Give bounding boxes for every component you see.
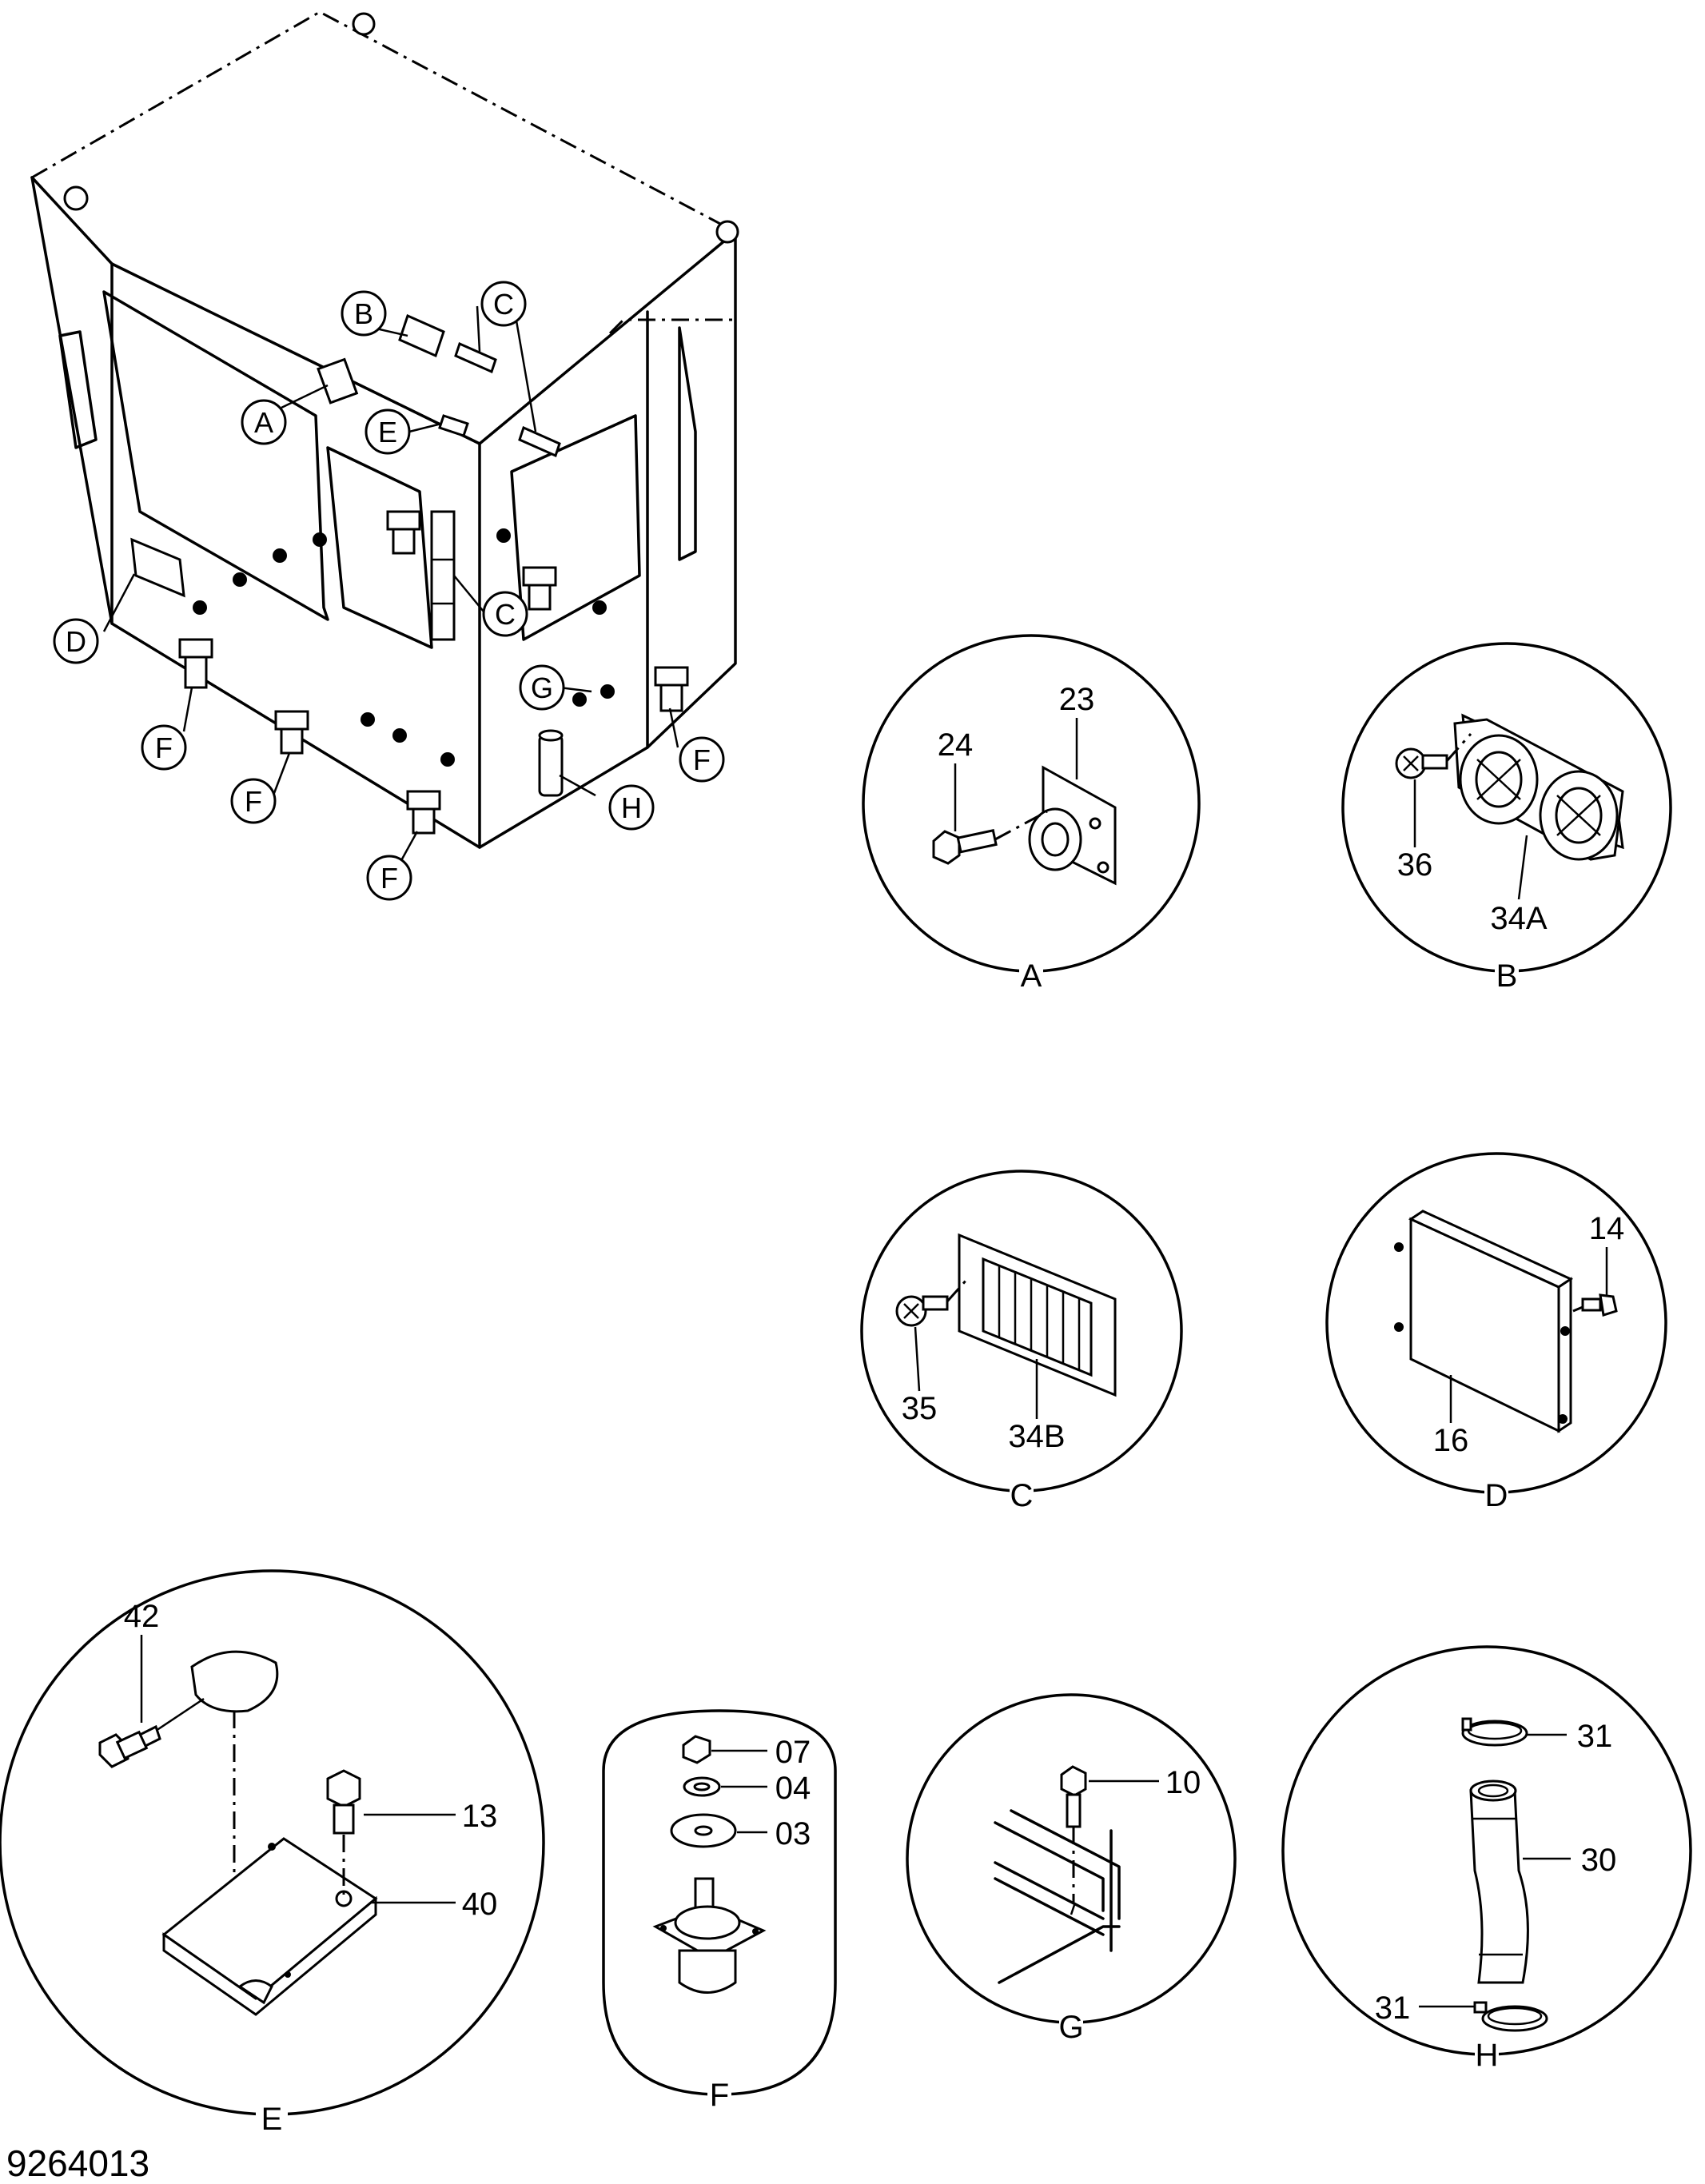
outlet-icon bbox=[1459, 734, 1619, 861]
part-label: 13 bbox=[462, 1799, 498, 1834]
callout-C-top: C bbox=[480, 281, 527, 327]
part-label: 31 bbox=[1375, 1991, 1411, 2026]
svg-text:D: D bbox=[66, 625, 86, 658]
svg-text:H: H bbox=[621, 791, 642, 824]
callout-F-1: F bbox=[141, 724, 187, 771]
overview-callouts: A B C C D E F F bbox=[53, 281, 725, 901]
part-label: 31 bbox=[1577, 1719, 1613, 1754]
detail-C-title: C bbox=[1010, 1478, 1034, 1513]
detail-A-title: A bbox=[1021, 958, 1042, 994]
callout-A: A bbox=[241, 399, 287, 445]
callout-F-4: F bbox=[679, 736, 725, 783]
callout-C-column: C bbox=[482, 591, 528, 637]
part-label: 03 bbox=[775, 1816, 811, 1851]
part-label: 40 bbox=[462, 1887, 498, 1922]
part-label: 10 bbox=[1165, 1765, 1201, 1800]
part-label: 07 bbox=[775, 1735, 811, 1770]
svg-text:A: A bbox=[254, 406, 273, 439]
part-label: 16 bbox=[1433, 1423, 1469, 1458]
part-label: 34B bbox=[1008, 1419, 1065, 1454]
mount-icon bbox=[178, 510, 689, 835]
callout-B: B bbox=[341, 290, 387, 337]
part-label: 42 bbox=[124, 1599, 160, 1634]
part-label: 36 bbox=[1397, 847, 1433, 883]
svg-text:C: C bbox=[493, 288, 514, 321]
detail-A: A 24 23 bbox=[862, 634, 1201, 994]
part-label: 30 bbox=[1581, 1843, 1617, 1878]
callout-D: D bbox=[53, 618, 99, 664]
svg-text:B: B bbox=[354, 297, 373, 330]
detail-B: B 36 34A bbox=[1341, 642, 1672, 994]
callout-H: H bbox=[608, 784, 655, 831]
detail-G-title: G bbox=[1058, 2010, 1083, 2045]
detail-E-title: E bbox=[261, 2102, 283, 2137]
detail-H-title: H bbox=[1476, 2038, 1499, 2073]
callout-F-3: F bbox=[366, 855, 412, 901]
svg-text:E: E bbox=[378, 416, 397, 448]
callout-F-2: F bbox=[230, 778, 277, 824]
part-label: 23 bbox=[1059, 682, 1095, 717]
drawing-number: 9264013 bbox=[6, 2142, 149, 2184]
detail-D-title: D bbox=[1485, 1478, 1508, 1513]
svg-text:F: F bbox=[693, 743, 711, 776]
part-label: 14 bbox=[1589, 1211, 1625, 1246]
part-label: 35 bbox=[902, 1391, 938, 1426]
svg-text:F: F bbox=[380, 862, 398, 895]
detail-D: D 14 16 bbox=[1325, 1152, 1667, 1513]
svg-text:C: C bbox=[495, 598, 516, 631]
detail-F-title: F bbox=[710, 2078, 729, 2113]
detail-F: F 07 04 03 bbox=[602, 1709, 837, 2113]
detail-E: E 42 13 40 bbox=[0, 1569, 545, 2137]
svg-text:F: F bbox=[245, 785, 262, 818]
part-label: 34A bbox=[1490, 901, 1547, 936]
svg-text:G: G bbox=[531, 672, 553, 704]
callout-G: G bbox=[519, 664, 565, 711]
detail-G: G 10 bbox=[906, 1693, 1237, 2045]
part-label: 24 bbox=[938, 727, 974, 763]
detail-H: H 31 30 31 bbox=[1281, 1645, 1692, 2073]
detail-C: C 35 34B bbox=[860, 1170, 1183, 1513]
callout-E: E bbox=[365, 409, 411, 455]
svg-text:F: F bbox=[155, 731, 173, 764]
detail-B-title: B bbox=[1496, 958, 1518, 994]
part-label: 04 bbox=[775, 1771, 811, 1806]
